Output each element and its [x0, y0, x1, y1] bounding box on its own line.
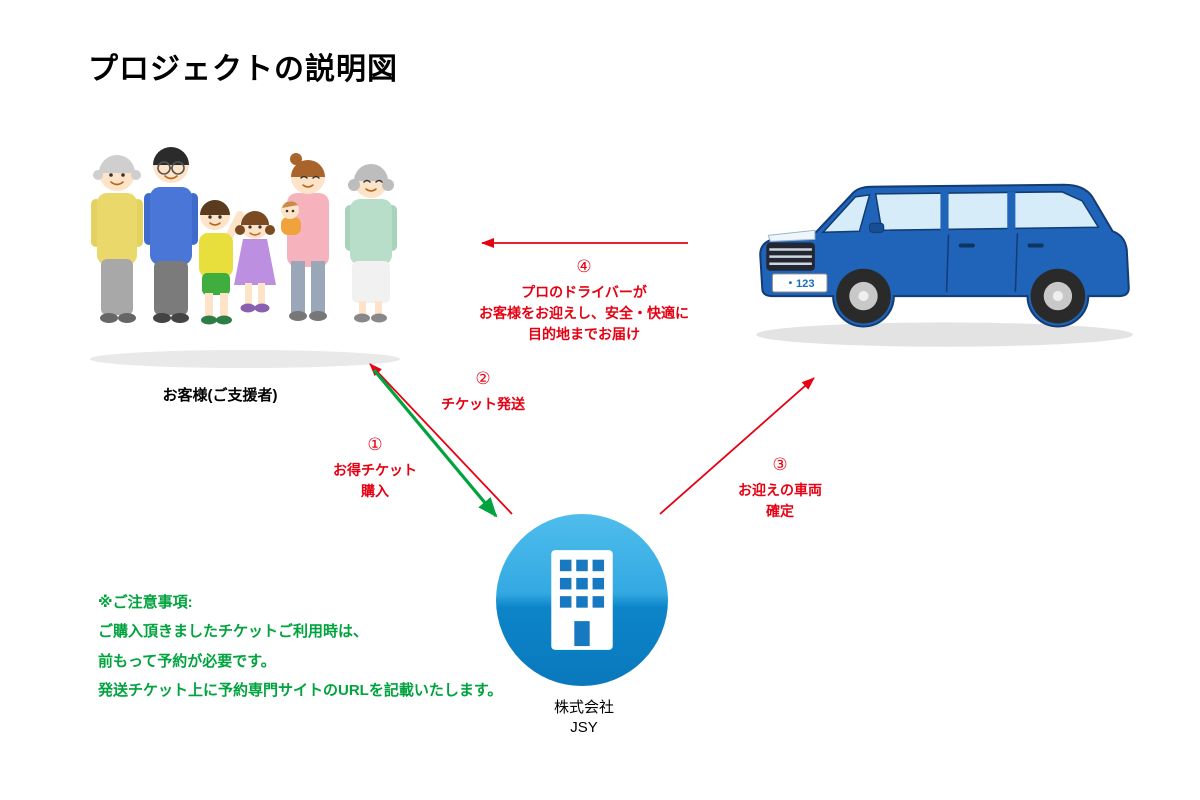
- company-label: 株式会社 JSY: [505, 698, 663, 737]
- page-title: プロジェクトの説明図: [88, 53, 398, 86]
- note-line: 前もって予約が必要です。: [98, 652, 276, 670]
- company-name: 株式会社: [553, 699, 614, 716]
- car-headlight: [767, 229, 816, 242]
- car-rear-wheel: [1030, 268, 1086, 324]
- step1-number: ①: [367, 435, 383, 454]
- family-label: お客様(ご支援者): [162, 387, 278, 404]
- car-grille: [766, 242, 815, 271]
- note-line: 発送チケット上に予約専門サイトのURLを記載いたします。: [98, 681, 503, 699]
- note-line: ※ご注意事項:: [98, 594, 193, 611]
- step3-label: ③ お迎えの車両 確定: [705, 452, 855, 522]
- company-sub-name: JSY: [570, 718, 598, 736]
- grandpa-figure: [91, 155, 143, 323]
- svg-text:・123: ・123: [785, 278, 815, 290]
- dad-figure: [144, 147, 198, 323]
- car-license-plate: ・123: [771, 273, 828, 293]
- caution-note: ※ご注意事項: ご購入頂きましたチケットご利用時は、 前もって予約が必要です。 …: [98, 588, 502, 705]
- grandma-figure: [345, 164, 397, 323]
- boy-figure: [199, 200, 244, 325]
- step2-number: ②: [475, 369, 491, 388]
- girl-figure: [234, 211, 276, 313]
- step4-number: ④: [576, 257, 592, 276]
- mom-and-baby-figure: [281, 153, 329, 321]
- company-node: [496, 514, 668, 686]
- note-line: ご購入頂きましたチケットご利用時は、: [98, 623, 369, 641]
- step2-label: ② チケット発送: [398, 366, 568, 415]
- car-illustration: ・123: [756, 183, 1133, 347]
- car-front-wheel: [836, 268, 891, 324]
- step4-label: ④ プロのドライバーが お客様をお迎えし、安全・快適に 目的地までお届け: [428, 254, 740, 345]
- building-icon: [551, 550, 613, 650]
- step3-number: ③: [772, 455, 788, 474]
- step1-label: ① お得チケット 購入: [305, 432, 445, 502]
- family-illustration: [90, 147, 400, 368]
